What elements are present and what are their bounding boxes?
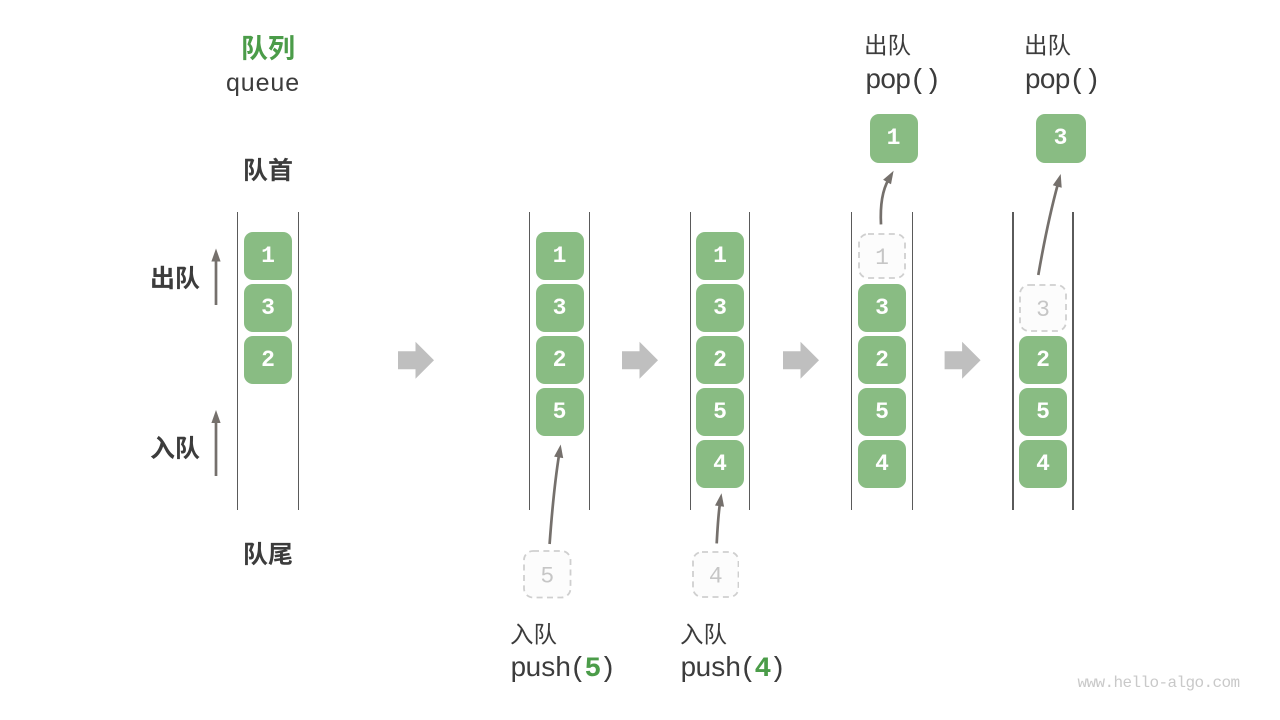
svg-text:4: 4 xyxy=(708,563,722,589)
svg-text:1: 1 xyxy=(875,245,889,271)
svg-text:5: 5 xyxy=(541,563,555,589)
svg-text:3: 3 xyxy=(1036,297,1050,323)
